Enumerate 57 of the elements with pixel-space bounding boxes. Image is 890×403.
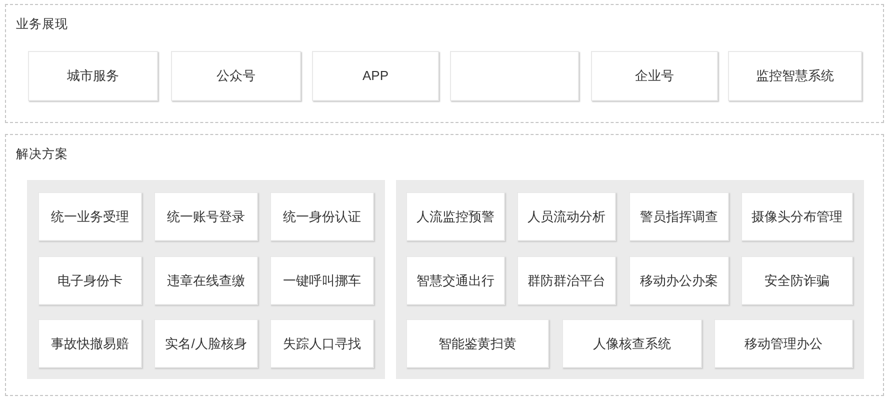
feature-card <box>629 256 729 305</box>
feature-label: 移动办公办案 <box>640 272 718 288</box>
feature-card <box>714 319 853 368</box>
feature-label: 失踪人口寻找 <box>283 336 361 352</box>
dashed-section-frame <box>5 4 884 123</box>
feature-label: 违章在线查缴 <box>167 272 245 288</box>
group-panel <box>396 180 864 379</box>
feature-card <box>270 192 374 241</box>
feature-card <box>517 256 616 305</box>
feature-label: 人流监控预警 <box>416 208 494 224</box>
feature-label: 摄像头分布管理 <box>752 208 842 224</box>
feature-label: 智慧交通出行 <box>416 272 494 288</box>
blank-card <box>450 51 579 101</box>
feature-label: 统一业务受理 <box>51 208 129 224</box>
feature-card <box>154 256 258 305</box>
dashed-section-frame <box>5 134 884 396</box>
feature-label: 群防群治平台 <box>528 272 606 288</box>
feature-card <box>741 256 853 305</box>
feature-label: 人员流动分析 <box>528 208 606 224</box>
feature-card <box>406 319 549 368</box>
feature-label: 实名/人脸核身 <box>165 336 247 352</box>
feature-card <box>28 51 158 101</box>
feature-label: 智能鉴黄扫黄 <box>438 336 516 352</box>
feature-label: 警员指挥调查 <box>640 208 718 224</box>
feature-card <box>406 192 505 241</box>
feature-card <box>270 319 374 368</box>
feature-card <box>270 256 374 305</box>
feature-card <box>154 319 258 368</box>
feature-label: 统一账号登录 <box>167 208 245 224</box>
feature-label: 公众号 <box>216 68 256 84</box>
feature-card <box>517 192 616 241</box>
feature-card <box>154 192 258 241</box>
feature-card <box>591 51 718 101</box>
feature-card <box>38 319 142 368</box>
feature-label: APP <box>362 68 388 84</box>
feature-card <box>312 51 439 101</box>
feature-card <box>629 192 729 241</box>
feature-label: 监控智慧系统 <box>756 68 834 84</box>
feature-card <box>171 51 301 101</box>
feature-label: 人像核查系统 <box>593 336 671 352</box>
feature-label: 统一身份认证 <box>283 208 361 224</box>
feature-card <box>728 51 862 101</box>
feature-card <box>562 319 702 368</box>
feature-label: 电子身份卡 <box>58 272 122 288</box>
group-panel <box>27 180 385 379</box>
feature-card <box>38 192 142 241</box>
feature-label: 移动管理办公 <box>744 336 822 352</box>
feature-card <box>38 256 142 305</box>
feature-label: 城市服务 <box>67 68 119 84</box>
feature-label: 事故快撤易赔 <box>51 336 129 352</box>
section-title: 解决方案 <box>16 146 68 162</box>
feature-card <box>406 256 505 305</box>
feature-label: 安全防诈骗 <box>764 272 830 288</box>
feature-label: 企业号 <box>635 68 674 84</box>
feature-label: 一键呼叫挪车 <box>283 272 361 288</box>
feature-card <box>741 192 853 241</box>
section-title: 业务展现 <box>16 16 68 32</box>
